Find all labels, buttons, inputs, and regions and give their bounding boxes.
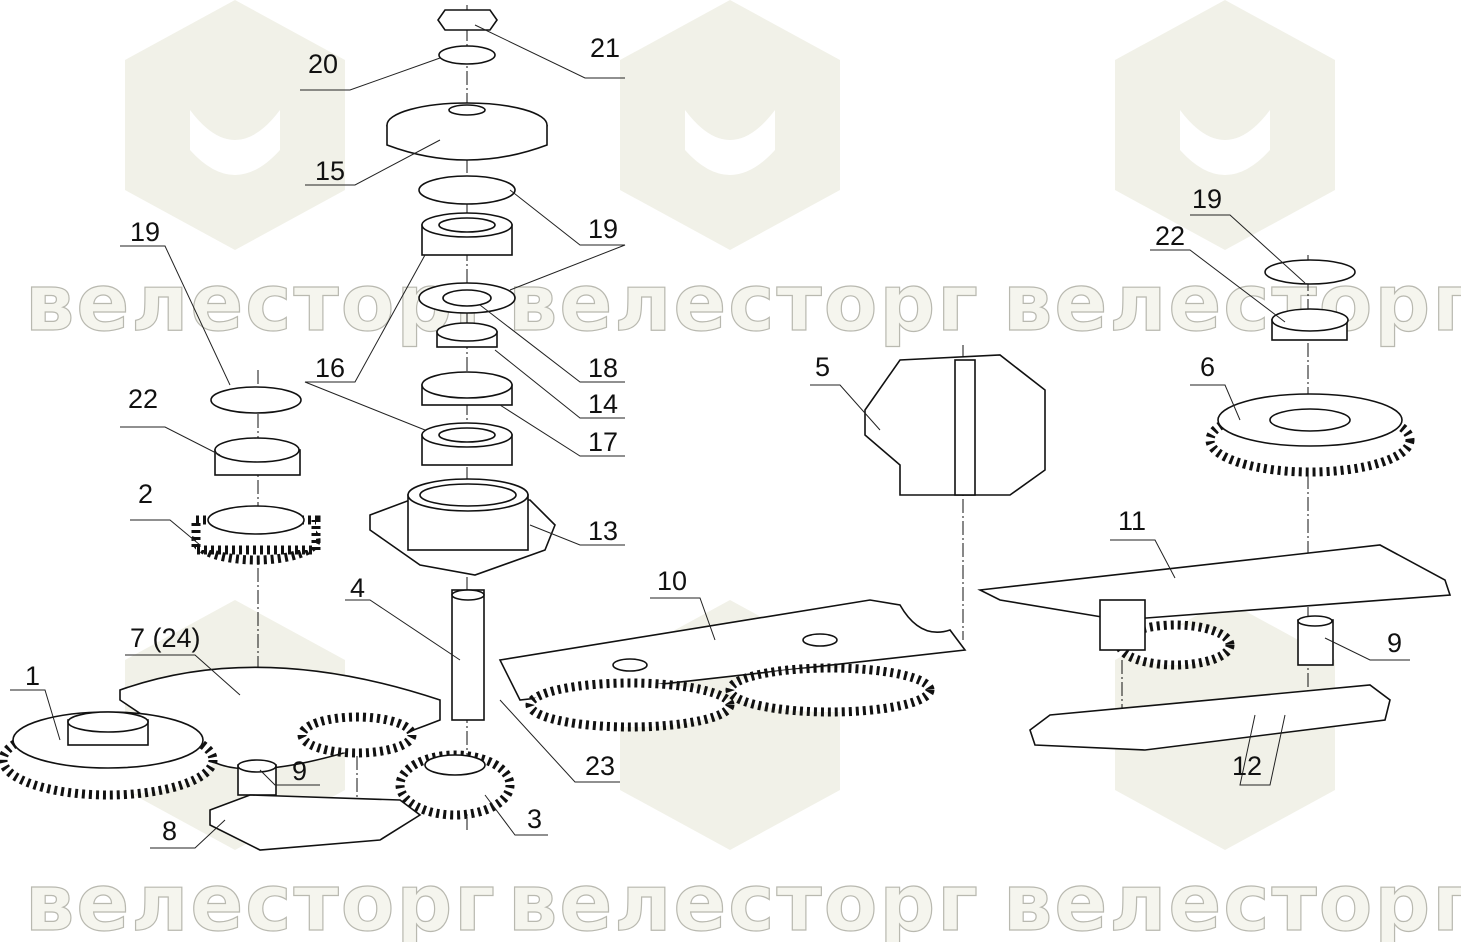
- callout-8: 8: [162, 816, 177, 846]
- callout-19: 19: [588, 214, 618, 244]
- svg-text:велесторг: велесторг: [1003, 859, 1461, 942]
- svg-text:велесторг: велесторг: [25, 859, 497, 942]
- callout-19-left: 19: [130, 217, 160, 247]
- callout-3: 3: [527, 804, 542, 834]
- svg-text:велесторг: велесторг: [25, 259, 497, 349]
- callout-12: 12: [1232, 751, 1262, 781]
- callout-14: 14: [588, 389, 618, 419]
- callout-20: 20: [308, 49, 338, 79]
- watermark-text: велесторг велесторг велесторг велесторг …: [24, 258, 1461, 942]
- callout-13: 13: [588, 516, 618, 546]
- callout-6: 6: [1200, 352, 1215, 382]
- callout-4: 4: [350, 573, 365, 603]
- callout-9-left: 9: [292, 756, 307, 786]
- callout-5: 5: [815, 352, 830, 382]
- callout-16: 16: [315, 353, 345, 383]
- callout-18: 18: [588, 353, 618, 383]
- callout-22-left: 22: [128, 384, 158, 414]
- callout-9-right: 9: [1387, 628, 1402, 658]
- svg-text:велесторг: велесторг: [1003, 259, 1461, 349]
- plate-assembly-10: [498, 599, 967, 732]
- callout-10: 10: [657, 566, 687, 596]
- part-5-housing: [864, 354, 1046, 496]
- callout-labels: 21 20 15 19 18 16 14 17 19 22 2 13 4 10 …: [25, 33, 1402, 846]
- callout-19-right: 19: [1192, 184, 1222, 214]
- callout-11: 11: [1118, 506, 1146, 536]
- callout-1: 1: [25, 661, 40, 691]
- callout-17: 17: [588, 427, 618, 457]
- svg-text:велесторг: велесторг: [508, 859, 980, 942]
- callout-7-24: 7 (24): [130, 623, 201, 653]
- callout-2: 2: [138, 479, 153, 509]
- svg-text:велесторг: велесторг: [508, 259, 980, 349]
- leader-lines: [10, 24, 1410, 849]
- right-gear-stack: [977, 259, 1452, 751]
- callout-23: 23: [585, 751, 615, 781]
- callout-22-right: 22: [1155, 221, 1185, 251]
- callout-15: 15: [315, 156, 345, 186]
- left-gear-stack: [0, 386, 515, 851]
- callout-21: 21: [590, 33, 620, 63]
- central-shaft-stack: [369, 9, 556, 721]
